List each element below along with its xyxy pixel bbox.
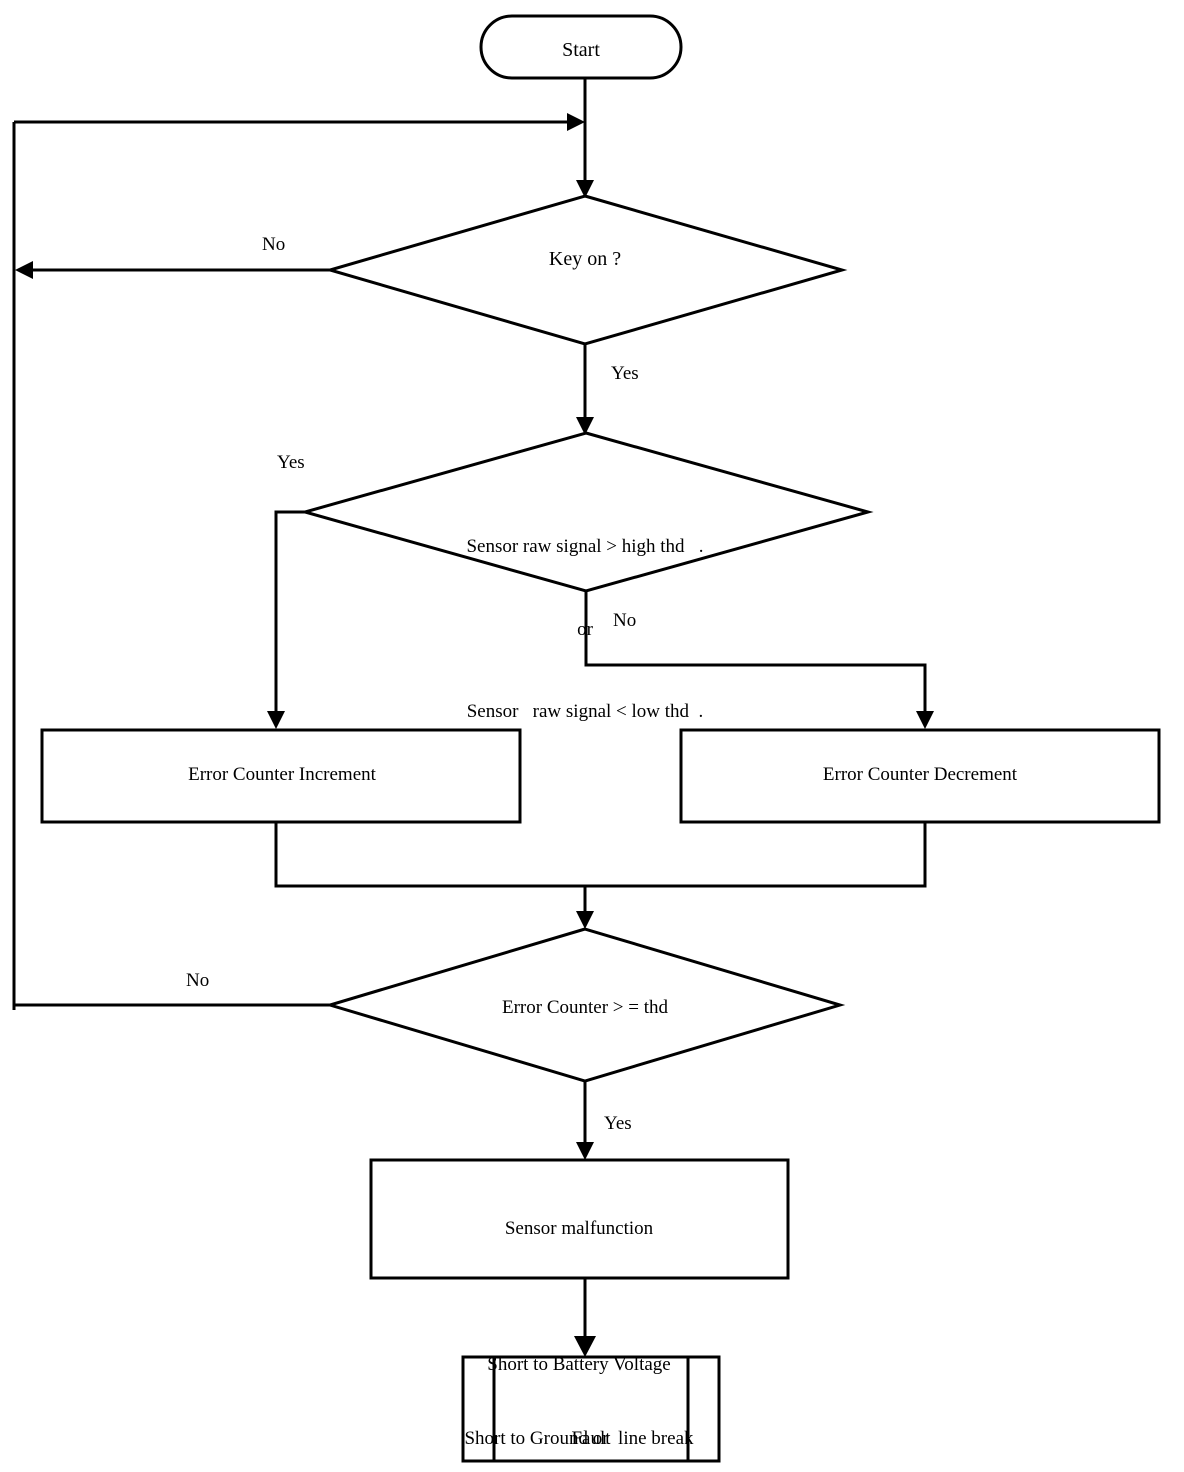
edge-merge-to-counter-arrow [576,911,594,929]
sensor-malfunction-shape [369,1158,790,1280]
process-decrement-shape [679,728,1161,824]
start-label: Start [562,39,600,61]
decision-key-on-label: Key on ? [548,248,622,270]
edge-key-on-yes-arrow [576,417,594,435]
sensor-malfunction-line3: Short to Ground or line break [464,1427,694,1449]
edge-counter-yes-arrow [576,1142,594,1160]
fault-processing-label: Fault Processing [466,1375,716,1472]
edge-label-counter-no: No [186,970,210,991]
fault-processing-line1: Fault [571,1428,611,1450]
sensor-malfunction-line2: Short to Battery Voltage [487,1353,671,1375]
edge-start-to-key-on-arrow [576,180,594,198]
sensor-malfunction-line1: Sensor malfunction [504,1218,654,1240]
edge-label-key-on-yes: Yes [611,363,639,384]
edge-label-key-on-no: No [262,234,286,255]
decision-threshold-line1: Sensor raw signal > high thd . [466,536,704,558]
sensor-malfunction-spacer [372,1291,786,1303]
edge-threshold-yes [274,510,305,718]
edge-key-on-no-arrow [15,261,33,279]
process-increment-shape [40,728,522,824]
decision-threshold-line3: Sensor raw signal < low thd . [466,701,704,723]
process-increment-label: Error Counter Increment [188,764,376,785]
edge-label-threshold-yes: Yes [277,452,305,473]
edge-label-counter-yes: Yes [604,1113,632,1134]
edge-threshold-no [584,591,927,718]
edge-feedback-top-arrow [567,113,585,131]
fault-processing-shape [461,1355,721,1463]
start-terminator-shape [479,14,683,80]
decision-threshold-label: Sensor raw signal > high thd . or Sensor… [355,478,815,781]
edge-increment-down [274,822,927,888]
edge-malfunction-to-fault-arrow [574,1336,596,1357]
decision-counter-label: Error Counter > = thd [501,997,668,1018]
decision-threshold-line2: or [577,618,593,640]
edge-label-threshold-no: No [613,610,637,631]
edge-threshold-no-arrow [916,711,934,729]
edge-threshold-yes-arrow [267,711,285,729]
process-decrement-label: Error Counter Decrement [822,764,1018,785]
sensor-malfunction-label: Sensor malfunction Short to Battery Volt… [372,1168,786,1472]
